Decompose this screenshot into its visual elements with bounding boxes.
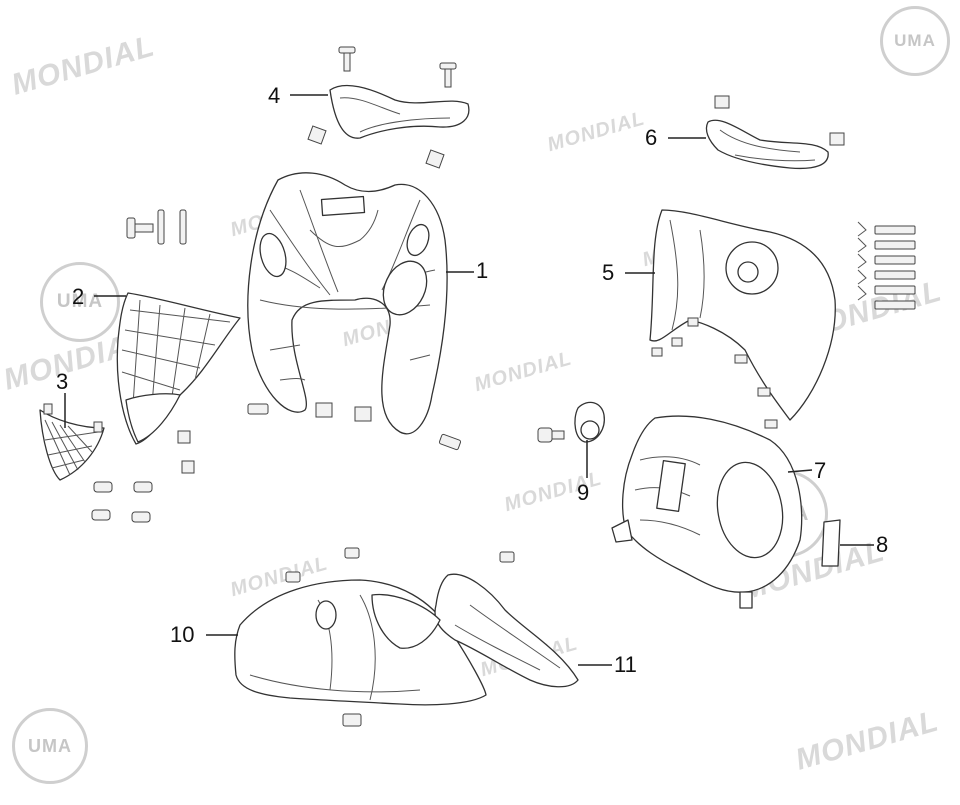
uma-logo: UMA bbox=[880, 6, 950, 76]
uma-logo: UMA bbox=[40, 262, 120, 342]
callout-9: 9 bbox=[577, 480, 590, 505]
callout-7: 7 bbox=[814, 458, 827, 483]
callout-6: 6 bbox=[645, 125, 658, 150]
callout-10: 10 bbox=[170, 622, 195, 647]
screw-set bbox=[126, 209, 187, 245]
part-7-lower-panel bbox=[611, 415, 803, 609]
part-9-knob bbox=[537, 401, 605, 443]
callout-4: 4 bbox=[268, 83, 281, 108]
leader-lines bbox=[64, 94, 874, 666]
uma-logo: UMA bbox=[12, 708, 88, 784]
leader-7 bbox=[787, 469, 813, 473]
callout-2: 2 bbox=[72, 284, 85, 309]
part-1-front-shield bbox=[247, 172, 462, 451]
part-6-bracket bbox=[705, 95, 845, 170]
callout-8: 8 bbox=[876, 532, 889, 557]
part-4-bracket bbox=[307, 46, 470, 169]
callout-3: 3 bbox=[56, 369, 69, 394]
part-8-small-panel bbox=[821, 519, 841, 567]
callout-5: 5 bbox=[602, 260, 615, 285]
fastener-column bbox=[857, 221, 916, 310]
callout-11: 11 bbox=[614, 652, 637, 677]
part-2-inner-cover bbox=[116, 292, 241, 474]
part-3-grille bbox=[39, 403, 105, 481]
part-5-side-panel bbox=[649, 209, 836, 429]
callout-1: 1 bbox=[476, 258, 489, 283]
part-11-inner-fender bbox=[371, 551, 579, 688]
bolt-cluster bbox=[91, 481, 153, 523]
